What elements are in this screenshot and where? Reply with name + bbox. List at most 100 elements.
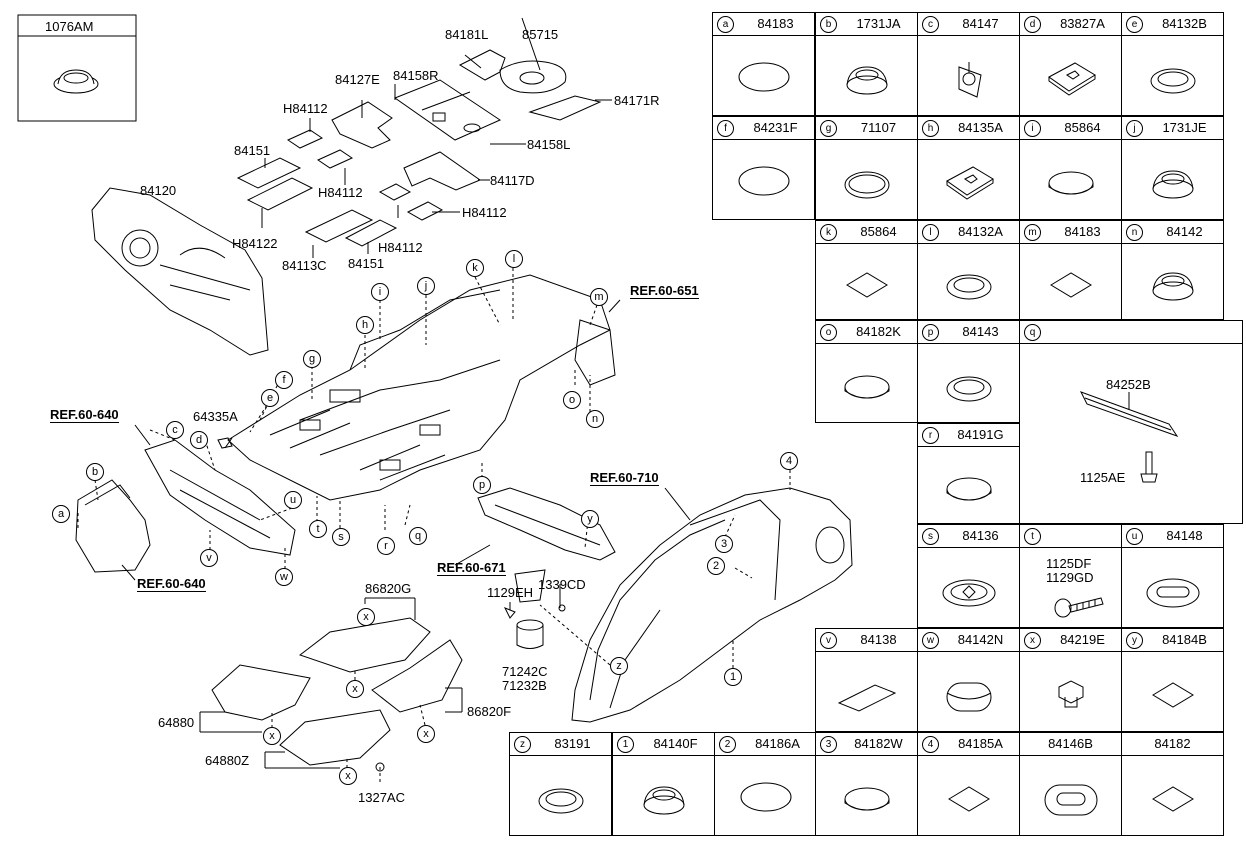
- legend-key-circle: s: [922, 528, 939, 545]
- legend-part-number: 84140F: [653, 736, 698, 751]
- crossbar-bolt-icon: [1079, 391, 1179, 483]
- legend-key-circle: x: [1024, 632, 1041, 649]
- floor-pan-icon: [227, 274, 616, 501]
- label-84158R: 84158R: [393, 68, 439, 83]
- dash-insulator-icon: [91, 187, 269, 356]
- legend-cell-header: c 84147: [918, 13, 1019, 36]
- legend-key-circle: f: [717, 120, 734, 137]
- callout-j: j: [417, 277, 435, 295]
- legend-part-number: 84147: [962, 16, 999, 31]
- label-84181L: 84181L: [445, 27, 489, 42]
- legend-key-circle: c: [922, 16, 939, 33]
- legend-key-circle: d: [1024, 16, 1041, 33]
- callout-f: f: [275, 371, 293, 389]
- label-84171R: 84171R: [614, 93, 660, 108]
- label-84151-a: 84151: [234, 143, 271, 158]
- callout-3: 3: [715, 535, 733, 553]
- callout-i: i: [371, 283, 389, 301]
- legend-cell-84146B: 84146B: [1019, 732, 1122, 836]
- grommet-part-icon: [846, 66, 887, 95]
- callout-x-1: x: [357, 608, 375, 626]
- legend-cell-header: 84146B: [1020, 733, 1121, 756]
- legend-cell-q: q: [1019, 320, 1243, 524]
- callout-1: 1: [724, 668, 742, 686]
- star-part-icon: [942, 579, 995, 607]
- legend-key-circle: m: [1024, 224, 1041, 241]
- callout-r: r: [377, 537, 395, 555]
- legend-cell-header: t: [1020, 525, 1121, 548]
- callout-v: v: [200, 549, 218, 567]
- diamond-part-icon: [1151, 682, 1194, 708]
- label-H84112-d: H84112: [378, 240, 423, 255]
- label-71242C: 71242C: [502, 664, 548, 679]
- legend-key-circle: v: [820, 632, 837, 649]
- plate-part-icon: [1047, 62, 1096, 96]
- label-84158L: 84158L: [527, 137, 571, 152]
- callout-y: y: [581, 510, 599, 528]
- label-86820G: 86820G: [365, 581, 412, 596]
- ref-60-671-label: REF.60-671: [437, 560, 506, 576]
- legend-key-circle: 3: [820, 736, 837, 753]
- callout-u: u: [284, 491, 302, 509]
- cross-member-icon: [477, 487, 616, 561]
- legend-cell-header: 84182: [1122, 733, 1223, 756]
- label-64335A: 64335A: [193, 409, 238, 424]
- legend-part-number: 1731JE: [1162, 120, 1207, 135]
- callout-n: n: [586, 410, 604, 428]
- legend-part-number: 84186A: [755, 736, 800, 751]
- ref-60-640-label-bottom: REF.60-640: [137, 576, 206, 592]
- legend-key-circle: h: [922, 120, 939, 137]
- callout-w: w: [275, 568, 293, 586]
- grommet-part-icon: [643, 786, 684, 815]
- legend-key-circle: u: [1126, 528, 1143, 545]
- legend-key-circle: l: [922, 224, 939, 241]
- insulation-pads-icon: [236, 49, 602, 247]
- callout-x-4: x: [417, 725, 435, 743]
- slot2-part-icon: [1044, 784, 1097, 816]
- legend-part-number: 84132A: [958, 224, 1003, 239]
- oval-part-icon: [738, 62, 789, 92]
- legend-key-circle: j: [1126, 120, 1143, 137]
- legend-key-circle: q: [1024, 324, 1041, 341]
- callout-o: o: [563, 391, 581, 409]
- diamond-part-icon: [845, 272, 888, 298]
- legend-key-circle: t: [1024, 528, 1041, 545]
- legend-key-circle: a: [717, 16, 734, 33]
- t-part-1129GD: 1129GD: [1046, 570, 1094, 585]
- legend-cell-j: j 1731JE: [1121, 116, 1224, 220]
- legend-part-number: 84191G: [957, 427, 1004, 442]
- callout-x-3: x: [263, 727, 281, 745]
- label-86820F: 86820F: [467, 704, 512, 719]
- nut-part-icon: [1058, 680, 1083, 708]
- callout-2: 2: [707, 557, 725, 575]
- plug-part-icon: [946, 477, 991, 500]
- ring2-part-icon: [844, 171, 889, 199]
- grommet-1076am-icon: [53, 69, 99, 94]
- capsule-part-icon: [946, 682, 991, 712]
- ring-part-icon: [946, 274, 991, 300]
- grommet-part-icon: [1152, 272, 1193, 301]
- ref-60-710-label: REF.60-710: [590, 470, 659, 486]
- legend-part-number: 84183: [1064, 224, 1101, 239]
- callout-b: b: [86, 463, 104, 481]
- label-85715: 85715: [522, 27, 559, 42]
